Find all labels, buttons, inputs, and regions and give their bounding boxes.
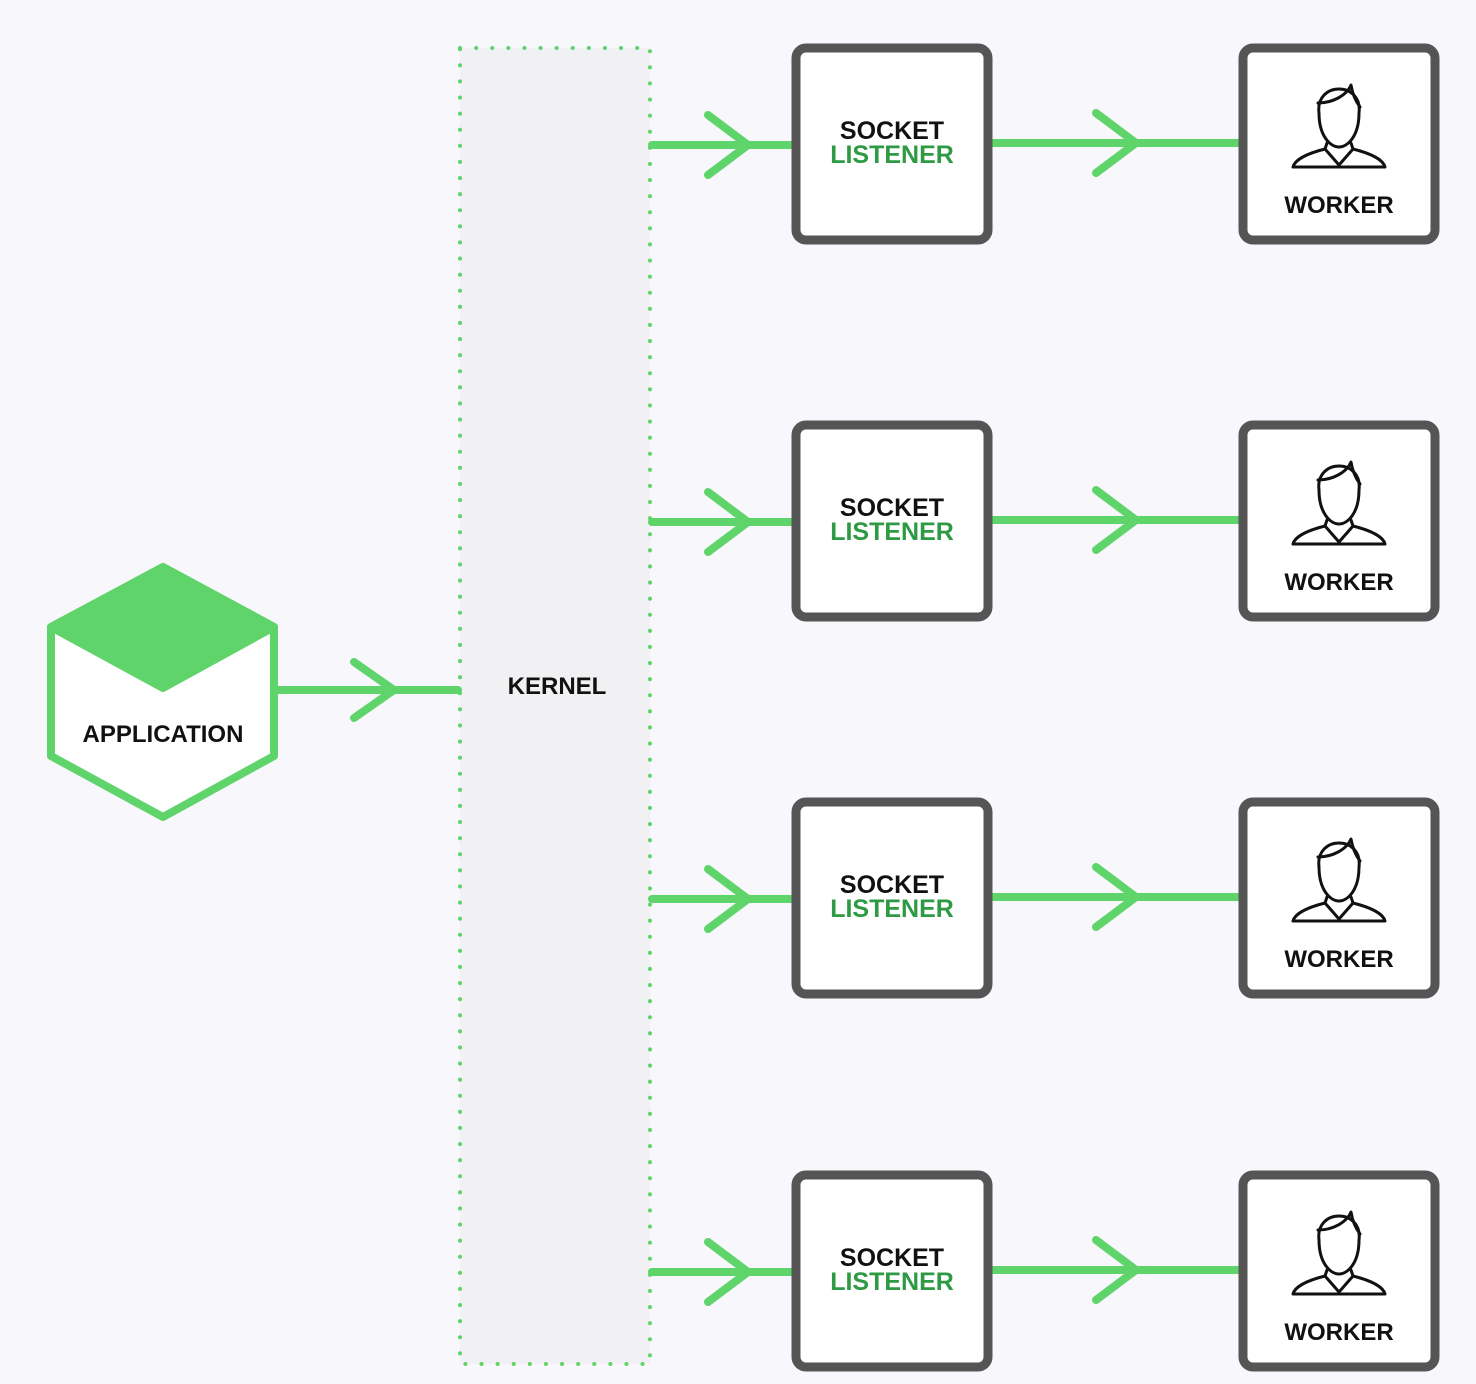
worker-frame <box>1238 797 1440 999</box>
application-node: APPLICATION <box>47 563 278 821</box>
application-label: APPLICATION <box>83 721 244 748</box>
kernel-block: KERNEL <box>458 46 652 1366</box>
listener-label: LISTENER <box>830 518 954 546</box>
worker-box: WORKER <box>1238 797 1440 999</box>
listener-label: LISTENER <box>830 895 954 923</box>
kernel-to-listener-arrow <box>648 111 796 179</box>
worker-label: WORKER <box>1284 946 1393 973</box>
application-to-kernel-arrow <box>274 658 462 722</box>
worker-label: WORKER <box>1284 1319 1393 1346</box>
kernel-label: KERNEL <box>508 673 607 700</box>
worker-frame <box>1238 420 1440 622</box>
kernel-box <box>458 46 652 1366</box>
socket-label: SOCKET <box>840 1244 944 1272</box>
person-icon <box>1291 1210 1387 1296</box>
worker-box: WORKER <box>1238 43 1440 245</box>
listener-to-worker-arrow <box>986 1236 1244 1304</box>
worker-label: WORKER <box>1284 192 1393 219</box>
listener-to-worker-arrow <box>986 486 1244 554</box>
kernel-to-listener-arrow <box>648 865 796 933</box>
listener-label: LISTENER <box>830 1268 954 1296</box>
socket-label: SOCKET <box>840 494 944 522</box>
socket-label: SOCKET <box>840 871 944 899</box>
socket-listener-frame <box>791 797 993 999</box>
worker-box: WORKER <box>1238 1170 1440 1372</box>
socket-listener-frame <box>791 43 993 245</box>
kernel-to-listener-arrow <box>648 1238 796 1306</box>
worker-box: WORKER <box>1238 420 1440 622</box>
listener-worker-rows: SOCKETLISTENERWORKERSOCKETLISTENERWORKER… <box>648 43 1440 1372</box>
socket-listener-frame <box>791 1170 993 1372</box>
kernel-to-listener-arrow <box>648 488 796 556</box>
listener-to-worker-arrow <box>986 109 1244 177</box>
listener-label: LISTENER <box>830 141 954 169</box>
application-cube-top <box>47 563 278 692</box>
worker-frame <box>1238 1170 1440 1372</box>
person-icon <box>1291 83 1387 169</box>
person-icon <box>1291 460 1387 546</box>
socket-listener-frame <box>791 420 993 622</box>
worker-label: WORKER <box>1284 569 1393 596</box>
person-icon <box>1291 837 1387 923</box>
worker-frame <box>1238 43 1440 245</box>
listener-to-worker-arrow <box>986 863 1244 931</box>
socket-label: SOCKET <box>840 117 944 145</box>
